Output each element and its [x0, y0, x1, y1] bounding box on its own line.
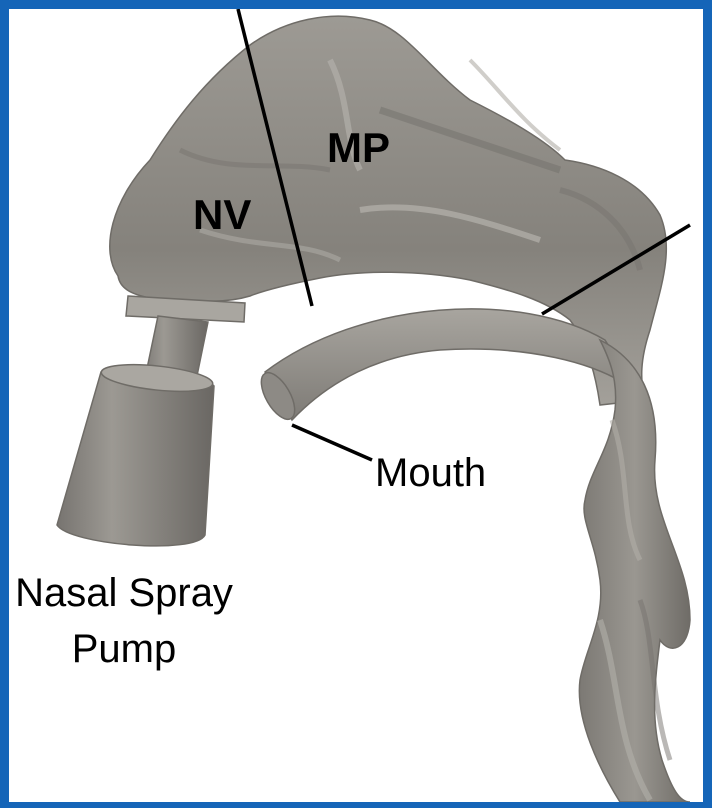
pump-label-line1: Nasal Spray [4, 573, 244, 613]
mouth-leader-line [292, 425, 372, 460]
nv-label: NV [193, 194, 251, 236]
mouth-label: Mouth [375, 453, 486, 493]
pump-label-line2: Pump [4, 629, 244, 669]
mp-label: MP [327, 127, 390, 169]
pump-body [57, 366, 214, 546]
throat-shape [579, 340, 690, 802]
